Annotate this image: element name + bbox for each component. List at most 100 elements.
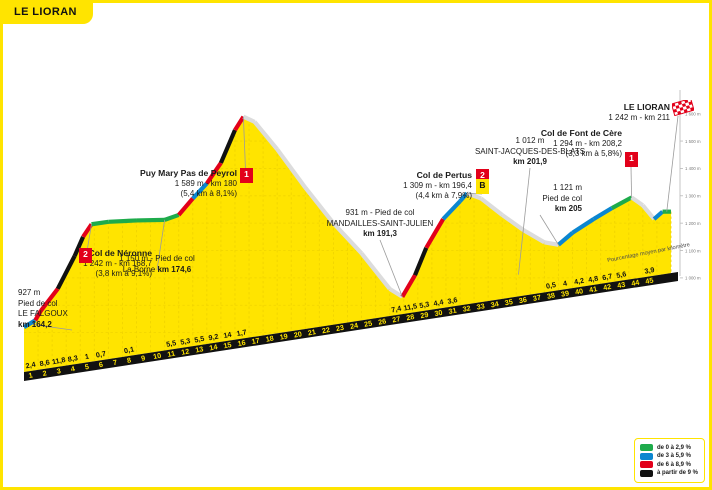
puy-mary-detail2: (5,4 km à 8,1%) xyxy=(180,189,237,198)
la-borne-label: La Borne xyxy=(122,264,158,274)
km-label: 34 xyxy=(490,299,500,309)
km-label: 11 xyxy=(167,349,176,359)
km-label: 38 xyxy=(546,291,556,301)
gradient-label: 8,6 xyxy=(39,357,51,368)
col-de-neronne-detail2: (3,8 km à 9,1%) xyxy=(95,269,152,278)
gradient-label: 5,5 xyxy=(165,338,177,349)
col-de-pertus-detail: 1 309 m - km 196,4 xyxy=(403,180,472,190)
km-label: 33 xyxy=(476,301,486,311)
km-label: 30 xyxy=(434,308,444,318)
saint-jacques-km: km 201,9 xyxy=(513,157,547,166)
y-axis-tick: 1 400 m xyxy=(685,166,701,171)
y-axis-tick: 1 200 m xyxy=(685,221,701,226)
km-label: 10 xyxy=(152,351,162,361)
legend-swatch-green xyxy=(639,444,653,451)
km-label: 27 xyxy=(391,314,401,324)
font-de-cere-name: Col de Font de Cère xyxy=(540,128,622,138)
annotation-pied-de-col-205: 1 121 m Pied de col km 205 xyxy=(498,183,582,215)
col-de-pertus-detail2: (4,4 km à 7,9%) xyxy=(415,191,472,200)
km-label: 18 xyxy=(265,334,275,344)
gradient-label: 4,4 xyxy=(433,297,445,308)
gradient-label: 1,7 xyxy=(236,327,248,338)
le-lioran-name: LE LIORAN xyxy=(623,102,670,112)
km-label: 2 xyxy=(42,368,48,378)
category-badge-label: 1 xyxy=(244,169,249,179)
y-axis-tick: 1 100 m xyxy=(685,248,701,253)
gradient-label: 0,1 xyxy=(123,345,135,356)
y-axis-tick: 1 500 m xyxy=(685,139,701,144)
legend-label-black: à partir de 9 % xyxy=(656,470,698,476)
annotation-saint-jacques-des-blats: 1 012 m SAINT-JACQUES-DES-BLATS km 201,9 xyxy=(455,136,605,168)
le-falgoux-place: LE FALGOUX xyxy=(18,309,68,318)
km-label: 22 xyxy=(321,325,331,335)
category-badge-font-de-cere: 1 xyxy=(625,152,638,167)
km-label: 15 xyxy=(223,340,233,350)
category-badge-puy-mary: 1 xyxy=(240,168,253,183)
km-label: 32 xyxy=(462,303,472,313)
gradient-label: 6,7 xyxy=(601,271,613,282)
la-borne-km: km 174,6 xyxy=(157,264,192,274)
annotation-puy-mary: Puy Mary Pas de Peyrol 1 589 m - km 180 … xyxy=(55,168,237,200)
gradient-label: 0,5 xyxy=(545,280,557,291)
km-label: 37 xyxy=(532,293,542,303)
km-label: 20 xyxy=(293,329,303,339)
puy-mary-name: Puy Mary Pas de Peyrol xyxy=(140,168,237,178)
annotation-le-lioran-finish: LE LIORAN 1 242 m - km 211 xyxy=(560,102,670,123)
km-label: 21 xyxy=(307,327,317,337)
le-falgoux-km: km 164,2 xyxy=(18,319,52,329)
mandailles-line2: MANDAILLES-SAINT-JULIEN xyxy=(326,218,434,228)
gradient-label: 5,3 xyxy=(419,299,431,310)
legend-label-green: de 0 à 2,9 % xyxy=(656,444,692,451)
category-badge-label: 2 xyxy=(480,170,485,180)
y-axis-tick: 1 300 m xyxy=(685,194,701,199)
gradient-label: 5,3 xyxy=(179,336,191,347)
pied-col-205-line1: 1 121 m xyxy=(553,183,582,192)
gradient-label: 7,4 xyxy=(390,304,402,315)
mandailles-km: km 191,3 xyxy=(363,229,397,238)
la-borne-line1: 1 150 m - Pied de col xyxy=(119,254,195,263)
km-label: 39 xyxy=(560,288,570,298)
saint-jacques-line2: SAINT-JACQUES-DES-BLATS xyxy=(474,146,586,156)
checkered-flag-icon xyxy=(670,97,695,121)
le-lioran-detail: 1 242 m - km 211 xyxy=(608,112,670,122)
font-de-cere-detail: 1 294 m - km 208,2 xyxy=(553,138,622,148)
category-badge-label: 2 xyxy=(83,249,88,259)
km-label: 23 xyxy=(335,323,345,333)
saint-jacques-line1: 1 012 m xyxy=(515,136,545,145)
puy-mary-detail: 1 589 m - km 180 xyxy=(174,178,237,188)
legend-label-red: de 6 à 8,9 % xyxy=(656,461,692,468)
la-borne-line2: La Borne km 174,6 xyxy=(98,265,216,276)
legend-row: à partir de 9 % xyxy=(639,469,698,477)
category-badge-label: 1 xyxy=(629,153,634,163)
legend-swatch-black xyxy=(639,469,653,477)
km-label: 16 xyxy=(237,338,247,348)
annotation-col-de-font-de-cere: Col de Font de Cère 1 294 m - km 208,2 (… xyxy=(500,128,622,160)
km-label: 28 xyxy=(406,312,416,322)
gradient-label: 4,2 xyxy=(573,276,585,287)
km-label: 19 xyxy=(279,331,289,341)
km-label: 3 xyxy=(56,366,62,376)
km-label: 40 xyxy=(574,286,584,296)
bonus-badge-label: B xyxy=(479,180,486,190)
km-label: 26 xyxy=(377,316,387,326)
km-label: 25 xyxy=(363,318,373,328)
gradient-label: 11,8 xyxy=(51,355,66,366)
km-label: 14 xyxy=(209,342,219,352)
km-label: 29 xyxy=(420,310,430,320)
pied-col-205-km: km 205 xyxy=(554,204,582,213)
gradient-label: 2,4 xyxy=(25,360,37,371)
km-label: 31 xyxy=(448,306,458,316)
y-axis-tick: 1 000 m xyxy=(685,276,701,281)
gradient-legend: de 0 à 2,9 % de 3 à 5,9 % de 6 à 8,9 % à… xyxy=(633,437,705,483)
gradient-label: 5,6 xyxy=(615,269,627,280)
gradient-label: 3,6 xyxy=(447,295,459,306)
km-label: 6 xyxy=(98,360,104,370)
km-label: 1 xyxy=(28,370,34,380)
km-label: 44 xyxy=(631,278,641,288)
km-label: 4 xyxy=(70,364,76,374)
legend-row: de 0 à 2,9 % xyxy=(639,444,698,451)
annotation-col-de-pertus: Col de Pertus 1 309 m - km 196,4 (4,4 km… xyxy=(348,170,472,202)
gradient-label: 1 xyxy=(84,352,90,362)
km-label: 43 xyxy=(616,280,626,290)
